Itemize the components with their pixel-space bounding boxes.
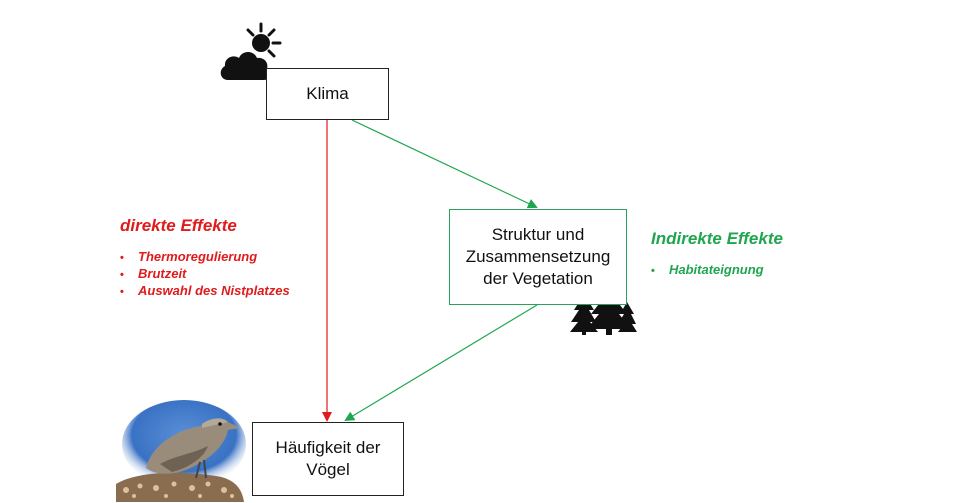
node-voegel: Häufigkeit der Vögel: [252, 422, 404, 496]
direct-effect-item: Auswahl des Nistplatzes: [120, 283, 290, 300]
arrow-vegetation-to-voegel: [344, 304, 538, 422]
node-voegel-line-1: Häufigkeit der: [275, 438, 381, 457]
indirect-effects-list: Habitateignung: [651, 262, 764, 279]
node-klima: Klima: [266, 68, 389, 120]
direct-effect-item: Brutzeit: [120, 266, 290, 283]
indirect-effects-heading: Indirekte Effekte: [651, 229, 783, 248]
indirect-effect-item: Habitateignung: [651, 262, 764, 279]
direct-effects-list: Thermoregulierung Brutzeit Auswahl des N…: [120, 249, 290, 300]
direct-effect-item: Thermoregulierung: [120, 249, 290, 266]
direct-effects-heading: direkte Effekte: [120, 216, 237, 235]
node-vegetation: Struktur und Zusammensetzung der Vegetat…: [449, 209, 627, 305]
node-klima-label: Klima: [306, 84, 349, 103]
sun-cloud-icon: [220, 22, 282, 80]
node-vegetation-line-1: Struktur und: [491, 225, 585, 244]
node-vegetation-line-3: der Vegetation: [483, 269, 593, 288]
arrow-klima-to-vegetation: [351, 119, 538, 209]
bird-photo: [116, 400, 246, 502]
node-vegetation-line-2: Zusammensetzung: [465, 247, 611, 266]
node-voegel-line-2: Vögel: [306, 460, 350, 479]
